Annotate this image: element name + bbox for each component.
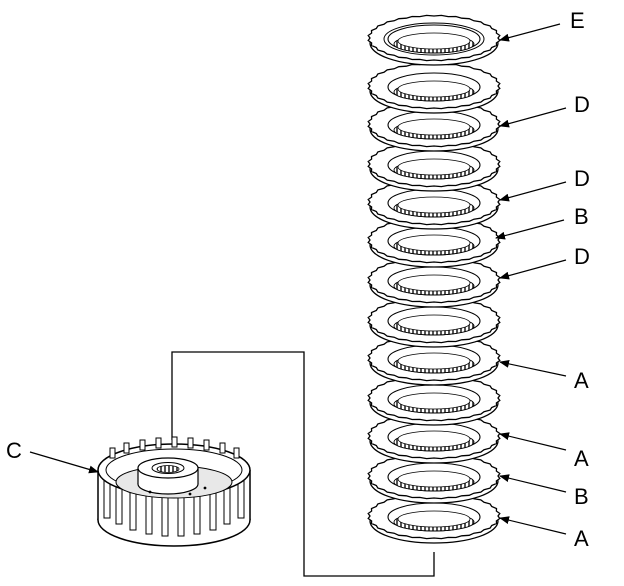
leader-d2 (499, 181, 567, 202)
leader-c (29, 451, 99, 474)
clutch-plate (367, 100, 501, 152)
leader-d1 (499, 107, 567, 128)
clutch-plate (367, 452, 501, 504)
label-a-2: A (574, 446, 589, 471)
leader-d3 (499, 259, 567, 280)
leader-a1 (499, 359, 567, 377)
leader-e (499, 23, 561, 42)
clutch-drum (97, 436, 251, 547)
label-d-2: D (574, 166, 590, 191)
clutch-plate (367, 62, 501, 114)
leader-b2 (499, 474, 567, 493)
label-b-1: B (574, 204, 589, 229)
connector-line (171, 351, 435, 577)
label-a-1: A (574, 368, 589, 393)
clutch-plate (367, 334, 501, 386)
label-d-1: D (574, 92, 590, 117)
plate-e-inner-ring (383, 22, 485, 56)
clutch-plate (367, 412, 501, 464)
leader-lines (29, 23, 567, 535)
clutch-plate (367, 492, 501, 544)
label-a-3: A (574, 526, 589, 551)
clutch-plate (367, 178, 501, 230)
clutch-plate-stack (367, 14, 501, 544)
clutch-plate (367, 216, 501, 268)
label-b-2: B (574, 484, 589, 509)
leader-b1 (495, 219, 565, 240)
clutch-plate (367, 296, 501, 348)
label-e: E (570, 8, 585, 33)
leader-a3 (499, 516, 567, 535)
leader-a2 (499, 432, 567, 451)
label-c: C (6, 438, 22, 463)
label-d-3: D (574, 244, 590, 269)
clutch-plate (367, 256, 501, 308)
